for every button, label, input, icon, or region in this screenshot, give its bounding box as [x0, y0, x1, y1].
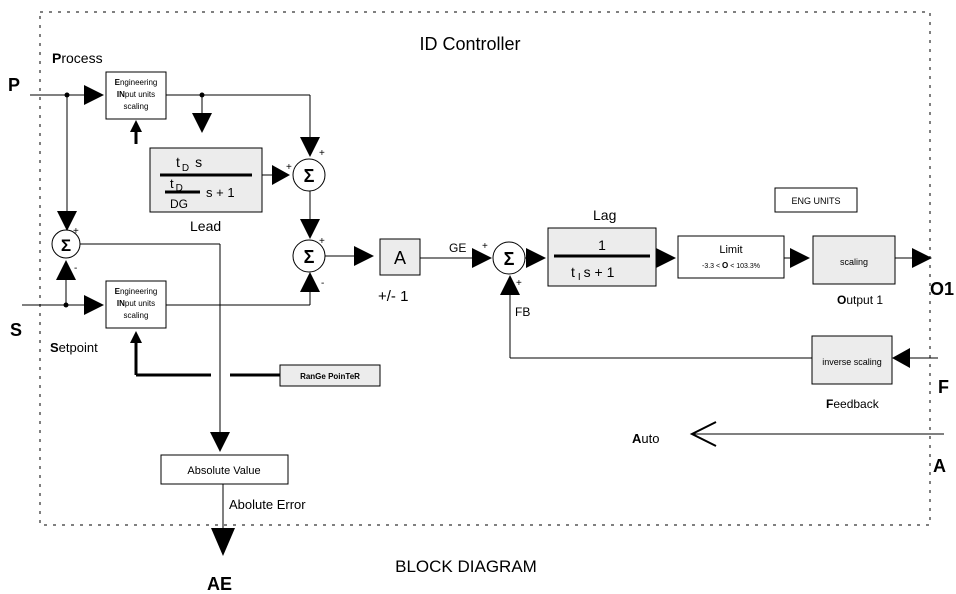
svg-text:tIs + 1: tIs + 1	[571, 264, 615, 283]
svg-text:1: 1	[598, 237, 606, 253]
svg-text:Σ: Σ	[304, 166, 315, 186]
svg-text:DG: DG	[170, 197, 188, 211]
absolute-value-block: Absolute Value	[160, 454, 289, 485]
diagram-title: ID Controller	[419, 34, 520, 54]
inverse-scaling-block: inverse scaling	[811, 335, 893, 385]
svg-text:scaling: scaling	[124, 311, 149, 320]
svg-text:Limit: Limit	[719, 244, 742, 256]
svg-text:s + 1: s + 1	[206, 185, 235, 200]
svg-text:Engineering: Engineering	[115, 287, 158, 296]
setpoint-label: Setpoint	[50, 340, 98, 355]
svg-text:A: A	[394, 248, 406, 268]
svg-text:tD: tD	[170, 176, 183, 194]
svg-text:+: +	[482, 241, 488, 252]
auto-label: Auto	[632, 431, 659, 446]
svg-text:+: +	[319, 148, 325, 159]
svg-text:tDs: tDs	[176, 154, 202, 174]
limit-block: Limit -3.3 < O < 103.3%	[677, 235, 785, 279]
svg-text:+: +	[286, 162, 292, 173]
svg-text:Absolute Value: Absolute Value	[187, 465, 260, 477]
lead-label: Lead	[190, 218, 221, 234]
gain-sign-label: +/- 1	[378, 288, 408, 305]
svg-text:+: +	[516, 278, 522, 289]
svg-text:+: +	[73, 226, 79, 237]
svg-text:RanGe PoinTeR: RanGe PoinTeR	[300, 372, 360, 381]
process-eng-scaling-block: Engineering INput units scaling	[105, 71, 167, 120]
svg-text:Σ: Σ	[504, 249, 515, 269]
feedback-label: Feedback	[826, 397, 880, 411]
lag-label: Lag	[593, 207, 616, 223]
port-s: S	[10, 320, 22, 340]
eng-units-label: ENG UNITS	[791, 196, 840, 206]
svg-text:Σ: Σ	[61, 236, 71, 255]
gain-block: A	[379, 238, 421, 276]
abs-error-label: Abolute Error	[229, 497, 306, 512]
svg-text:+: +	[319, 236, 325, 247]
port-p: P	[8, 75, 20, 95]
port-o1: O1	[930, 279, 954, 299]
diagram-footer: BLOCK DIAGRAM	[395, 557, 537, 576]
controller-boundary	[39, 11, 931, 526]
process-label: Process	[52, 50, 103, 66]
port-a: A	[933, 456, 946, 476]
svg-text:scaling: scaling	[840, 257, 868, 267]
svg-text:-3.3 < O < 103.3%: -3.3 < O < 103.3%	[702, 261, 760, 270]
svg-text:-: -	[321, 278, 324, 289]
summer-feedback: Σ + +	[482, 241, 526, 289]
setpoint-eng-scaling-block: Engineering INput units scaling	[105, 280, 167, 329]
port-ae: AE	[207, 574, 232, 594]
eng-units-box	[774, 187, 858, 213]
port-f: F	[938, 377, 949, 397]
svg-text:scaling: scaling	[124, 102, 149, 111]
svg-text:INput units: INput units	[117, 299, 155, 308]
svg-text:inverse scaling: inverse scaling	[822, 357, 882, 367]
summer-error: Σ + -	[51, 226, 81, 274]
output-scaling-block: scaling	[812, 235, 896, 285]
summer-lead: Σ + +	[286, 148, 326, 192]
svg-text:Engineering: Engineering	[115, 78, 158, 87]
output-label: Output 1	[837, 293, 883, 307]
fb-label: FB	[515, 305, 530, 319]
svg-text:Σ: Σ	[304, 247, 315, 267]
ge-label: GE	[449, 241, 466, 255]
range-pointer-block: RanGe PoinTeR	[279, 364, 381, 387]
svg-text:-: -	[74, 263, 77, 274]
svg-text:INput units: INput units	[117, 90, 155, 99]
